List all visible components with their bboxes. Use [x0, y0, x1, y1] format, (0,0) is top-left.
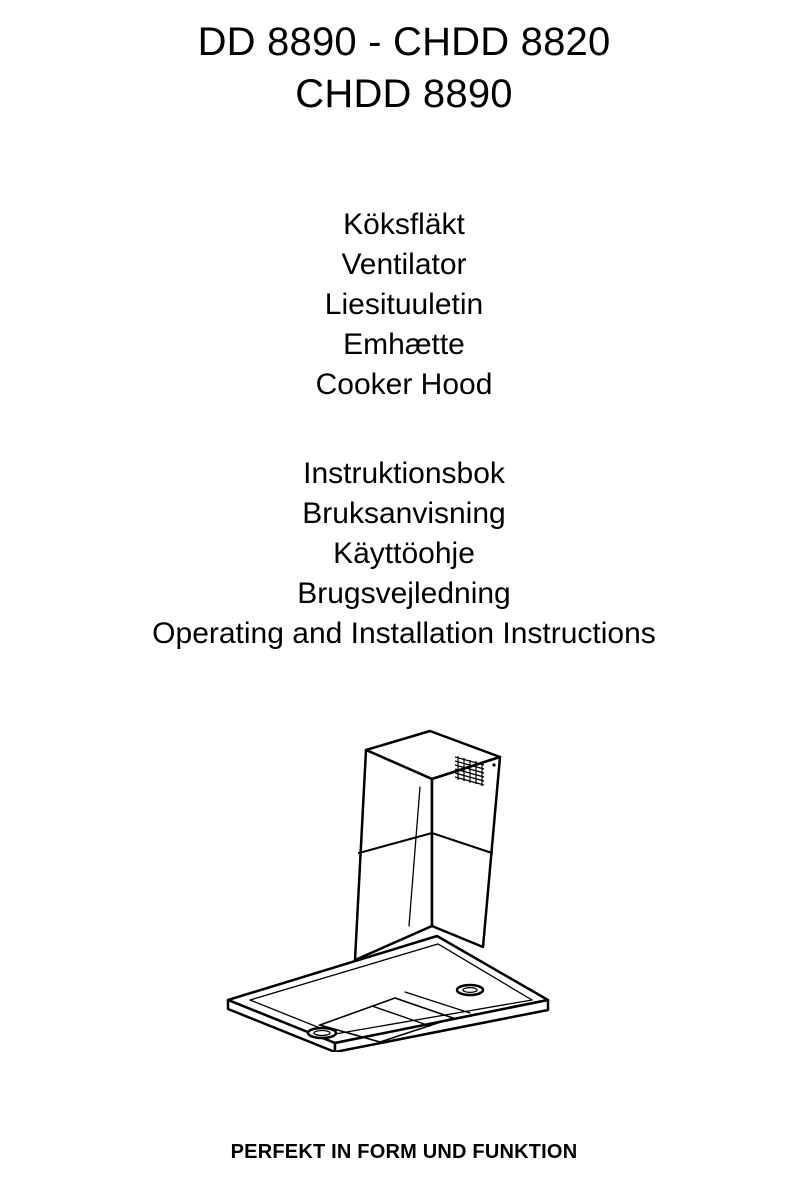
product-name-norwegian: Ventilator	[341, 248, 467, 281]
lamp-icon	[306, 983, 485, 1040]
cooker-hood-drawing	[226, 729, 550, 1054]
product-name-swedish: Köksfläkt	[343, 208, 465, 241]
vent-grille-icon	[454, 756, 485, 786]
manual-title-norwegian: Bruksanvisning	[302, 497, 506, 530]
model-title-line-1: DD 8890 - CHDD 8820	[197, 20, 611, 64]
manual-title-danish: Brugsvejledning	[297, 577, 511, 610]
manual-title-swedish: Instruktionsbok	[303, 457, 505, 490]
manual-title-english: Operating and Installation Instructions	[152, 617, 656, 650]
brand-tagline: PERFEKT IN FORM UND FUNKTION	[230, 1141, 578, 1163]
manual-title-finnish: Käyttöohje	[333, 537, 475, 570]
product-name-english: Cooker Hood	[315, 368, 493, 401]
cooker-hood-illustration	[220, 726, 552, 1054]
product-name-finnish: Liesituuletin	[324, 288, 484, 321]
model-title-line-2: CHDD 8890	[295, 72, 513, 116]
product-name-danish: Emhætte	[343, 328, 465, 361]
